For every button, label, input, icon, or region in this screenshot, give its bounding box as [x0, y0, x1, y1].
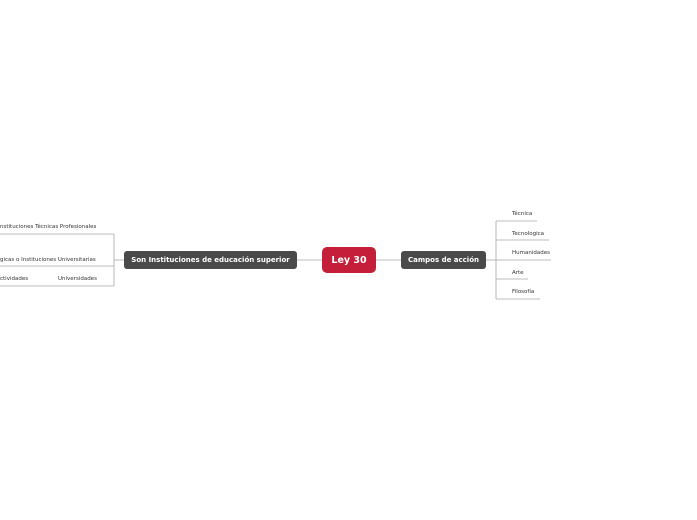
- subtopic-arte[interactable]: Arte: [512, 270, 524, 276]
- main-topic-campos[interactable]: Campos de acción: [401, 251, 486, 269]
- main-topic-campos-label: Campos de acción: [408, 256, 479, 264]
- main-topic-instituciones-label: Son Instituciones de educación superior: [131, 256, 290, 264]
- subtopic-tecnica[interactable]: Técnica: [512, 211, 533, 217]
- subtopic-filosofia[interactable]: Filosofía: [512, 289, 535, 295]
- subtopic-humanidades[interactable]: Humanidades: [512, 250, 550, 256]
- subtopic-instituciones-tecnicas[interactable]: nstituciones Técnicas Profesionales: [0, 224, 97, 230]
- subtopic-actividades[interactable]: ctividades: [0, 276, 29, 282]
- subtopic-tecnologica[interactable]: Tecnologica: [512, 231, 544, 237]
- central-topic-node[interactable]: Ley 30: [322, 247, 376, 273]
- central-topic-label: Ley 30: [331, 254, 367, 266]
- subtopic-universidades[interactable]: Universidades: [58, 276, 97, 282]
- main-topic-instituciones[interactable]: Son Instituciones de educación superior: [124, 251, 297, 269]
- subtopic-instituciones-universitarias[interactable]: gicas o Instituciones Universitarias: [0, 257, 96, 263]
